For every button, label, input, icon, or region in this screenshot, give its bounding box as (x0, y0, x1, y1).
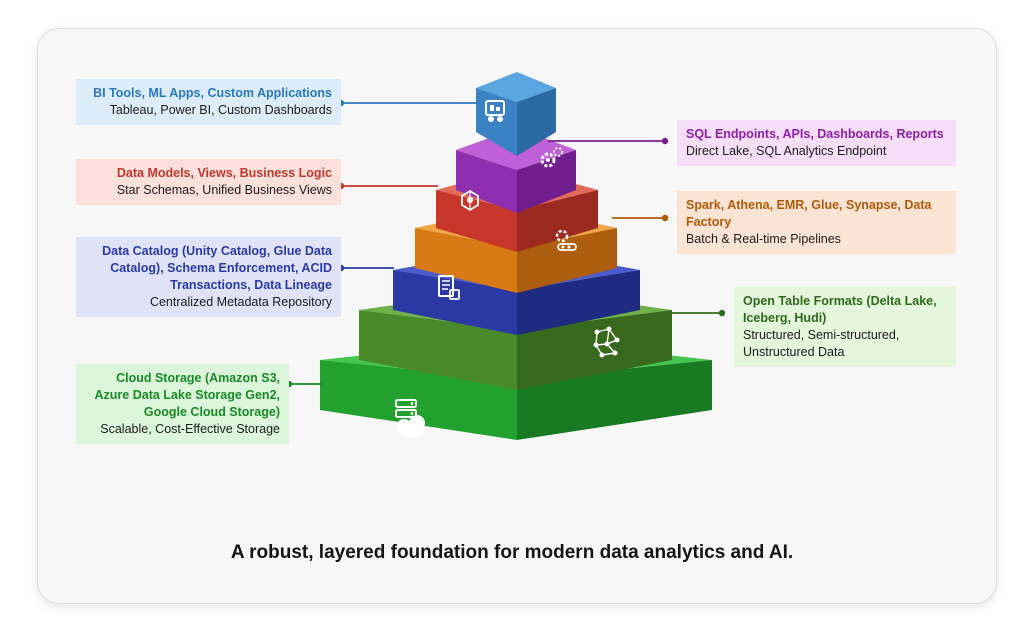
label-table-formats-subtitle: Structured, Semi-structured, Unstructure… (743, 328, 900, 359)
label-sql-endpoints-subtitle: Direct Lake, SQL Analytics Endpoint (686, 144, 887, 158)
layer-catalog-left-face (393, 270, 517, 335)
data-model-icon (461, 189, 479, 212)
connector-dot-sql-endpoints (661, 137, 669, 145)
label-catalog: Data Catalog (Unity Catalog, Glue Data C… (76, 237, 341, 317)
pipeline-icon (555, 229, 577, 251)
label-bi-tools: BI Tools, ML Apps, Custom Applications T… (76, 79, 341, 125)
label-sql-endpoints-title: SQL Endpoints, APIs, Dashboards, Reports (686, 127, 944, 141)
cloud-server-icon (395, 399, 426, 437)
label-table-formats: Open Table Formats (Delta Lake, Iceberg,… (734, 287, 956, 367)
layer-sql-endpoints-right-face (517, 150, 576, 213)
connector-dot-processing (661, 214, 669, 222)
catalog-document-icon (438, 275, 460, 300)
layer-table-formats (359, 288, 672, 390)
label-data-models-title: Data Models, Views, Business Logic (116, 166, 332, 180)
layer-table-formats-left-face (359, 310, 517, 390)
api-gears-icon (540, 147, 563, 168)
table-network-icon (593, 326, 620, 358)
label-table-formats-title: Open Table Formats (Delta Lake, Iceberg,… (743, 294, 937, 325)
connector-dot-table-formats (718, 309, 726, 317)
label-data-models: Data Models, Views, Business Logic Star … (76, 159, 341, 205)
label-bi-tools-title: BI Tools, ML Apps, Custom Applications (93, 86, 332, 100)
label-storage-title: Cloud Storage (Amazon S3, Azure Data Lak… (94, 371, 280, 419)
label-sql-endpoints: SQL Endpoints, APIs, Dashboards, Reports… (677, 120, 956, 166)
label-bi-tools-subtitle: Tableau, Power BI, Custom Dashboards (109, 103, 332, 117)
layer-bi-tools (476, 72, 556, 156)
label-processing-subtitle: Batch & Real-time Pipelines (686, 232, 841, 246)
layer-data-models-right-face (517, 190, 598, 252)
dashboard-apps-icon (485, 100, 505, 122)
label-processing-title: Spark, Athena, EMR, Glue, Synapse, Data … (686, 198, 932, 229)
layer-data-models-left-face (436, 190, 517, 252)
label-storage: Cloud Storage (Amazon S3, Azure Data Lak… (76, 364, 289, 444)
label-processing: Spark, Athena, EMR, Glue, Synapse, Data … (677, 191, 956, 254)
layer-bi-tools-right-face (517, 88, 556, 156)
label-storage-subtitle: Scalable, Cost-Effective Storage (100, 422, 280, 436)
label-data-models-subtitle: Star Schemas, Unified Business Views (116, 183, 332, 197)
layer-sql-endpoints-left-face (456, 150, 517, 213)
layer-table-formats-right-face (517, 310, 672, 390)
layer-bi-tools-top-face (476, 72, 556, 102)
label-catalog-subtitle: Centralized Metadata Repository (149, 295, 332, 309)
label-catalog-title: Data Catalog (Unity Catalog, Glue Data C… (102, 244, 332, 292)
diagram-caption: A robust, layered foundation for modern … (230, 542, 794, 563)
layer-catalog-right-face (517, 270, 640, 335)
